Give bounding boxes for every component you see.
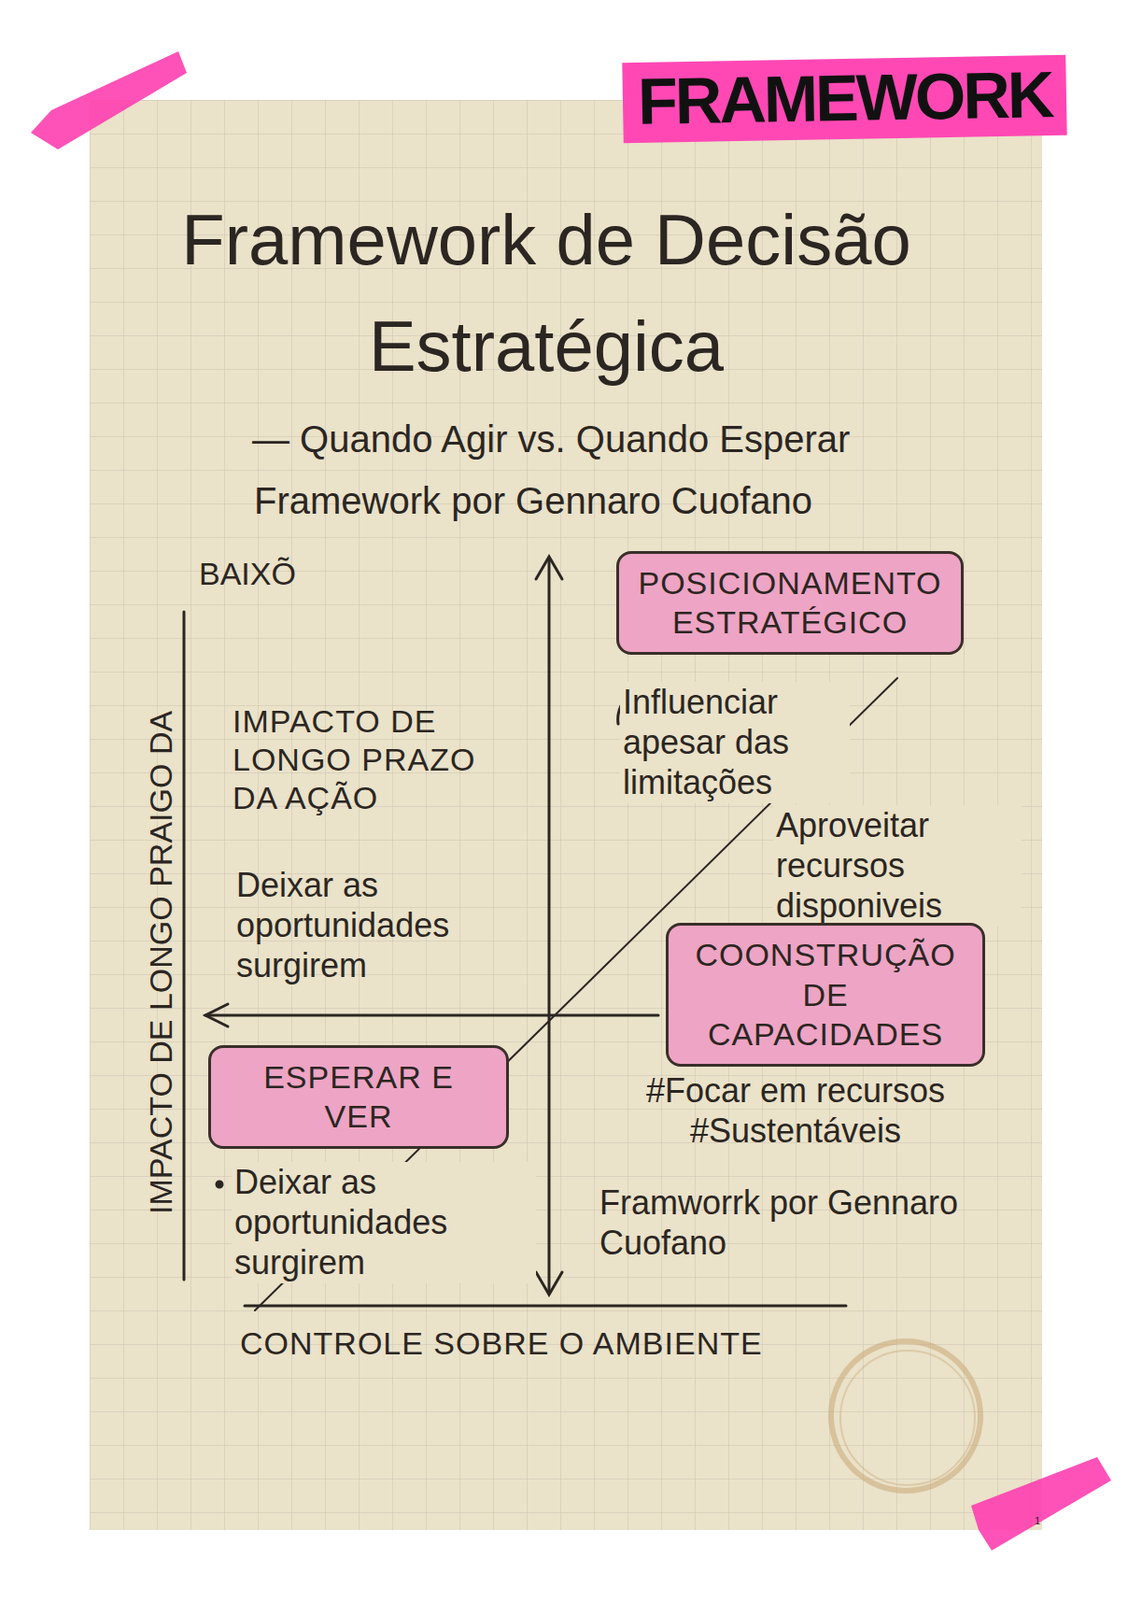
coffee-ring bbox=[840, 1350, 975, 1485]
horizontal-axis bbox=[205, 1014, 659, 1017]
header-tag: FRAMEWORK bbox=[621, 55, 1068, 143]
left-axis-line bbox=[183, 611, 186, 1280]
note-label: IMPACTO DE LONGO PRAZO DA AÇÃO bbox=[232, 702, 522, 817]
note-label: 1 bbox=[1034, 1514, 1054, 1527]
box-text: COONSTRUÇÃO DE CAPACIDADES bbox=[685, 934, 966, 1055]
bottom-axis-line bbox=[244, 1304, 846, 1308]
tape bbox=[30, 51, 187, 150]
note-label: CONTROLE SOBRE O AMBIENTE bbox=[239, 1324, 875, 1363]
bullet bbox=[216, 1181, 223, 1187]
note-label: #Focar em recursos #Sustentáveis bbox=[599, 1070, 992, 1151]
quadrant-box: ESPERAR E VER bbox=[208, 1044, 509, 1149]
note-label: Deixar as oportunidades surgirem bbox=[231, 1161, 536, 1284]
grid bbox=[89, 99, 1043, 1530]
note-label: — Quando Agir vs. Quando Esperar bbox=[252, 416, 925, 462]
note-label: Influenciar apesar das limitações bbox=[620, 681, 850, 804]
note-label: Aproveitar recursos disponiveis bbox=[773, 804, 1022, 927]
title: Framework de Decisão Estratégica bbox=[149, 186, 944, 400]
arrowhead bbox=[535, 1271, 563, 1295]
tape bbox=[971, 1456, 1112, 1551]
arrowhead bbox=[205, 1003, 228, 1027]
note-label: Deixar as oportunidades surgirem bbox=[236, 864, 517, 987]
vertical-axis bbox=[548, 557, 551, 1294]
box-text: ESPERAR E VER bbox=[227, 1057, 490, 1137]
coffee-ring bbox=[831, 1340, 981, 1491]
note-label: Framworrk por Gennaro Cuofano bbox=[599, 1182, 973, 1263]
note-label: BAIXÕ bbox=[198, 554, 349, 593]
arrowhead bbox=[535, 556, 563, 579]
note-label: Framework por Gennaro Cuofano bbox=[253, 478, 908, 523]
paper bbox=[89, 99, 1043, 1530]
note-label: IMPACTO DE LONGO PRAIGO DA bbox=[141, 662, 181, 1261]
box-text: POSICIONAMENTO ESTRATÉGICO bbox=[635, 563, 945, 643]
quadrant-box: POSICIONAMENTO ESTRATÉGICO bbox=[616, 550, 964, 655]
box-text: FRAMEWORK bbox=[636, 60, 1053, 137]
quadrant-box: COONSTRUÇÃO DE CAPACIDADES bbox=[665, 922, 986, 1067]
